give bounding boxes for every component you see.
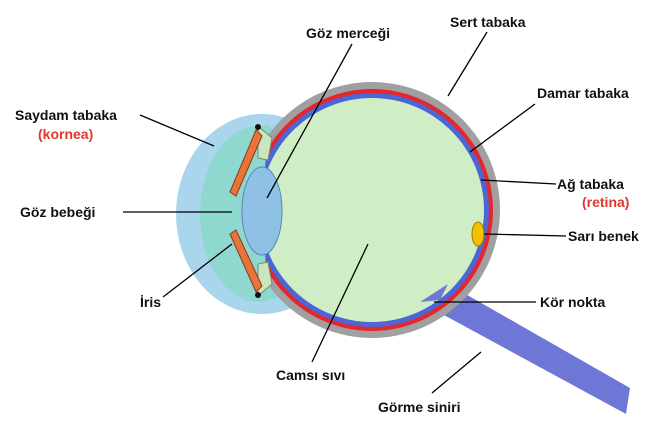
blind-spot (420, 284, 448, 302)
label-gorme-siniri: Görme siniri (378, 399, 460, 415)
label-kornea: (kornea) (38, 126, 93, 142)
label-damar-tabaka: Damar tabaka (537, 85, 629, 101)
optic-nerve (420, 284, 630, 414)
label-sert-tabaka: Sert tabaka (450, 14, 526, 30)
leader-iris (162, 243, 233, 298)
attachment-dot-bottom (255, 292, 261, 298)
label-saydam-tabaka: Saydam tabaka (15, 107, 117, 123)
iris-upper (229, 129, 263, 197)
label-retina: (retina) (582, 194, 629, 210)
label-goz-mercegi: Göz merceği (306, 25, 390, 41)
iris-lower (229, 229, 263, 293)
leader-camsi-sivi (311, 243, 369, 363)
leader-sert-tabaka (447, 31, 488, 97)
lens (241, 166, 283, 256)
macula (471, 221, 485, 247)
ciliary-upper (257, 124, 273, 161)
leader-goz-mercegi (266, 43, 353, 199)
label-goz-bebegi: Göz bebeği (20, 204, 95, 220)
leader-saydam-tabaka (139, 114, 215, 147)
attachment-dot-top (255, 124, 261, 130)
label-ag-tabaka: Ağ tabaka (557, 176, 624, 192)
leader-sari-benek (483, 233, 567, 237)
leader-ag-tabaka (480, 179, 557, 185)
label-iris: İris (140, 294, 161, 310)
label-kor-nokta: Kör nokta (540, 294, 606, 310)
leader-damar-tabaka (469, 103, 536, 153)
vitreous-body (260, 98, 484, 322)
label-sari-benek: Sarı benek (568, 228, 639, 244)
label-camsi-sivi: Camsı sıvı (276, 367, 345, 383)
ciliary-lower (257, 261, 273, 298)
leader-gorme-siniri (431, 351, 482, 394)
